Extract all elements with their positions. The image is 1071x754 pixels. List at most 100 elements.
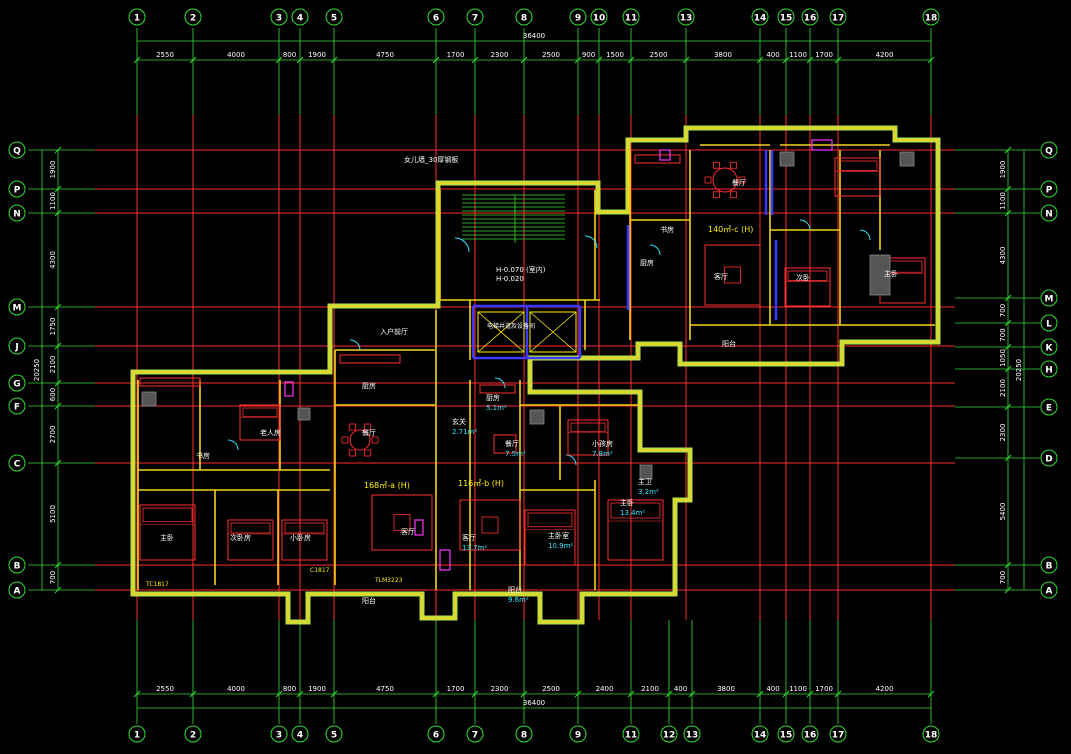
axis-bubble-top-text: 6 <box>433 14 439 24</box>
roof-note-label: 女儿墙_30厚钢板 <box>404 155 458 164</box>
axis-bubble-bottom <box>466 725 484 743</box>
bottom-dim-tick <box>296 690 304 698</box>
axis-bubble-bottom-text: 15 <box>780 731 793 741</box>
left-dim-tick <box>54 379 62 387</box>
bottom-dim-label: 4750 <box>376 685 394 693</box>
bottom-dim-label: 4200 <box>876 685 894 693</box>
bath-fixture <box>779 151 795 167</box>
axis-bubble-left-text: J <box>14 343 18 353</box>
dining-chair <box>349 423 356 431</box>
entry-mid-area: 2.71m² <box>452 428 477 436</box>
furniture-layer <box>139 139 926 571</box>
right-dim-tick <box>1004 294 1012 302</box>
axis-bubble-bottom-text: 16 <box>804 731 817 741</box>
axis-bubble-bottom <box>270 725 288 743</box>
study-label: 书房 <box>196 451 210 460</box>
axis-bubble-top-text: 4 <box>297 14 303 24</box>
axis-bubble-right <box>1040 581 1058 599</box>
axis-bubble-top-text: 15 <box>780 14 793 24</box>
axis-bubble-right-text: D <box>1045 455 1052 465</box>
unit-middle-label: 116㎡-b (H) <box>458 479 504 488</box>
sofa-set <box>704 244 761 306</box>
entry-mid-label: 玄关 <box>452 417 466 426</box>
axis-bubble-left <box>8 581 26 599</box>
bottom-dim-label: 800 <box>283 685 296 693</box>
kitchen-mid-area: 5.1m² <box>486 404 507 412</box>
top-dim-label: 1100 <box>789 51 807 59</box>
bath-fixture <box>639 464 653 480</box>
left-dim-label: 2700 <box>49 426 57 444</box>
dining-chair <box>730 161 737 169</box>
bottom-dim-tick <box>756 690 764 698</box>
top-dim-tick <box>432 56 440 64</box>
left-dim-label: 2100 <box>49 356 57 374</box>
building-outline <box>130 125 941 625</box>
dining-chair <box>713 161 720 169</box>
top-dim-label: 4750 <box>376 51 394 59</box>
bed <box>607 499 664 561</box>
left-dim-tick <box>54 185 62 193</box>
axis-bubble-top-text: 3 <box>276 14 282 24</box>
left-dim-tick <box>54 402 62 410</box>
axis-bubble-right-text: N <box>1045 210 1053 220</box>
axis-bubble-right <box>1040 314 1058 332</box>
balcony-right-label: 阳台 <box>722 339 736 348</box>
axis-bubble-bottom-text: 11 <box>625 731 638 741</box>
bed <box>524 509 576 566</box>
door-swing <box>799 219 811 231</box>
axis-bubble-right <box>1040 556 1058 574</box>
axis-bubble-top <box>270 8 288 26</box>
axis-bubble-left <box>8 556 26 574</box>
axis-bubble-left <box>8 337 26 355</box>
axis-bubble-bottom-text: 17 <box>832 731 845 741</box>
elder-room-label: 老人房 <box>260 428 281 437</box>
axis-bubble-top-text: 11 <box>625 14 638 24</box>
balcony-mid-label: 阳台 <box>508 585 522 594</box>
bottom-dim-tick <box>189 690 197 698</box>
bath-fixture <box>141 391 157 407</box>
right-dim-label: 700 <box>999 328 1007 341</box>
kitchen-right-label: 厨房 <box>640 258 654 267</box>
top-dim-label: 1700 <box>447 51 465 59</box>
top-dim-label: 2500 <box>542 51 560 59</box>
master-bed2-area: 13.4m² <box>620 509 645 517</box>
axis-bubble-top-text: 2 <box>190 14 196 24</box>
axis-bubble-bottom-text: 18 <box>925 731 938 741</box>
axis-bubble-left <box>8 180 26 198</box>
axis-bubble-top <box>427 8 445 26</box>
top-dim-label: 900 <box>582 51 595 59</box>
left-dim-tick <box>54 303 62 311</box>
door-swing <box>349 339 361 351</box>
bottom-dim-tick <box>574 690 582 698</box>
axis-bubble-bottom-text: 6 <box>433 731 439 741</box>
dining-table <box>712 167 738 193</box>
right-dim-tick <box>1004 561 1012 569</box>
kitchen-counter <box>634 154 681 164</box>
left-dim-label: 600 <box>49 388 57 401</box>
accent-fixture <box>811 139 833 151</box>
axis-bubble-bottom-text: 14 <box>754 731 767 741</box>
bottom-dim-tick <box>133 690 141 698</box>
bottom-dim-label: 1100 <box>789 685 807 693</box>
dining-mid-area: 7.5m² <box>505 450 526 458</box>
top-dim-tick <box>471 56 479 64</box>
master-bed2-label: 主卧 <box>620 498 634 507</box>
bed-pillow <box>242 407 278 418</box>
axis-bubble-bottom <box>291 725 309 743</box>
bottom-dim-label: 1700 <box>447 685 465 693</box>
child-room-label: 小孩房 <box>592 439 613 448</box>
top-dim-label: 4200 <box>876 51 894 59</box>
bottom-dim-tick <box>806 690 814 698</box>
top-dim-label: 2500 <box>650 51 668 59</box>
axis-bubble-bottom-text: 1 <box>134 731 140 741</box>
dining-chair <box>713 191 720 199</box>
axis-bubble-bottom <box>922 725 940 743</box>
bottom-dim-label: 2100 <box>641 685 659 693</box>
left-dim-label: 700 <box>49 571 57 584</box>
axis-bubble-bottom <box>622 725 640 743</box>
axis-bubble-bottom <box>515 725 533 743</box>
left-dim-tick <box>54 146 62 154</box>
axis-bubble-left <box>8 454 26 472</box>
stair-level-label-2: H-0.020 <box>496 275 524 283</box>
